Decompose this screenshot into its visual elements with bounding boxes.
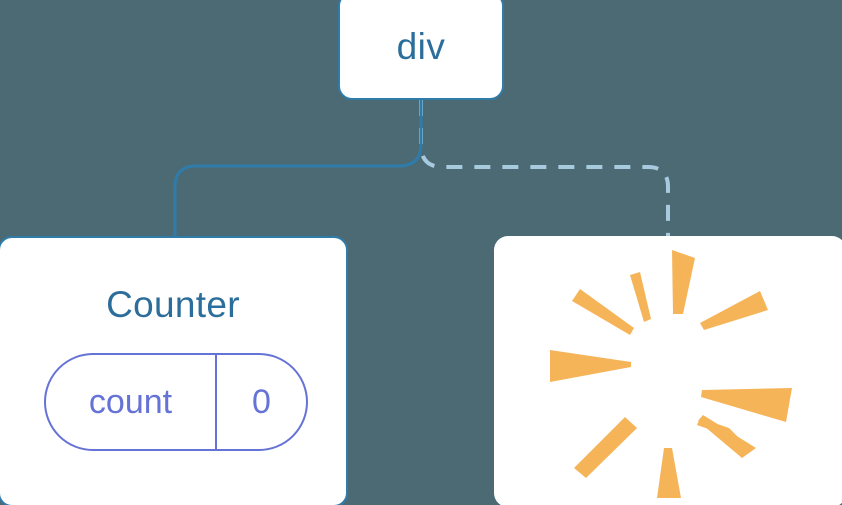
- node-burst[interactable]: [494, 236, 842, 505]
- node-div[interactable]: div: [338, 0, 504, 100]
- state-pill-value: 0: [252, 382, 271, 421]
- edge-div-to-burst: [419, 100, 670, 238]
- sparkle-burst-icon: [550, 250, 792, 498]
- state-pill-key: count: [46, 355, 217, 449]
- edge-div-to-counter: [173, 100, 423, 238]
- state-pill-count[interactable]: count 0: [44, 353, 308, 451]
- node-counter[interactable]: Counter count 0: [0, 236, 348, 505]
- node-div-label: div: [396, 25, 446, 67]
- node-counter-title: Counter: [106, 284, 240, 325]
